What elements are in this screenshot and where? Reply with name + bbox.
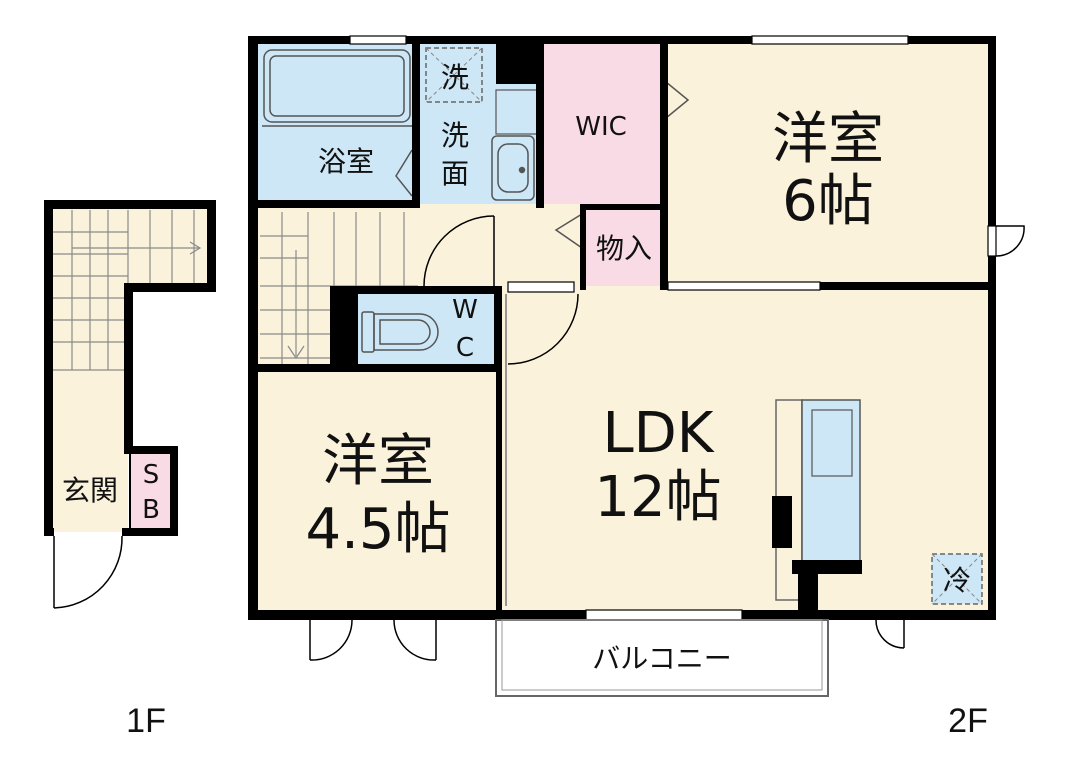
- bedroom-45-name: 洋室: [322, 429, 434, 494]
- bathtub-icon: [263, 49, 411, 123]
- door-swing-icon: [423, 215, 495, 287]
- wic-label: WIC: [575, 112, 627, 142]
- bedroom-6-size: 6帖: [782, 169, 874, 234]
- entrance-label: 玄関: [62, 474, 118, 507]
- washer-space: [425, 47, 483, 103]
- door-swing-icon: [309, 225, 1025, 661]
- wic-area: [542, 40, 666, 204]
- second-floor: 浴室 洗 洗 面 WIC 物入 W C 洋室 6帖 洋室 4.5帖 LDK 12…: [248, 35, 1025, 740]
- toilet-label-bottom: C: [456, 333, 474, 363]
- door-swing-icon: [507, 293, 579, 365]
- first-floor-stair-area: [48, 204, 212, 448]
- storage-area: [586, 210, 662, 286]
- toilet-label-top: W: [452, 295, 478, 325]
- first-floor-walls: [44, 200, 216, 536]
- windows: [349, 35, 997, 621]
- stairs-icon: [50, 210, 202, 371]
- shoe-box: [129, 449, 173, 531]
- ldk-size: 12帖: [594, 465, 721, 530]
- washroom-label-bottom: 面: [441, 157, 469, 190]
- toilet-icon: [361, 311, 439, 353]
- shoe-box-label-bottom: B: [142, 495, 160, 525]
- shoe-box-label-top: S: [143, 460, 160, 490]
- ldk-name: LDK: [602, 401, 714, 466]
- fridge-space: [931, 553, 983, 605]
- washbasin-icon: [491, 135, 535, 201]
- kitchen-sink-icon: [772, 399, 862, 612]
- floor-label-2f: 2F: [948, 702, 988, 740]
- bedroom-6-name: 洋室: [772, 107, 884, 172]
- washer-label: 洗: [441, 61, 469, 94]
- bath-label: 浴室: [318, 145, 374, 178]
- first-floor: 玄関 S B 1F: [44, 200, 216, 740]
- washroom-label-top: 洗: [441, 119, 469, 152]
- balcony-label: バルコニー: [592, 642, 731, 675]
- storage-label: 物入: [596, 232, 652, 265]
- door-swing-icon: [53, 535, 123, 609]
- floor-label-1f: 1F: [126, 702, 166, 740]
- entrance-floor: [48, 448, 128, 532]
- bedroom-45-size: 4.5帖: [305, 497, 450, 562]
- fridge-label: 冷: [943, 564, 971, 597]
